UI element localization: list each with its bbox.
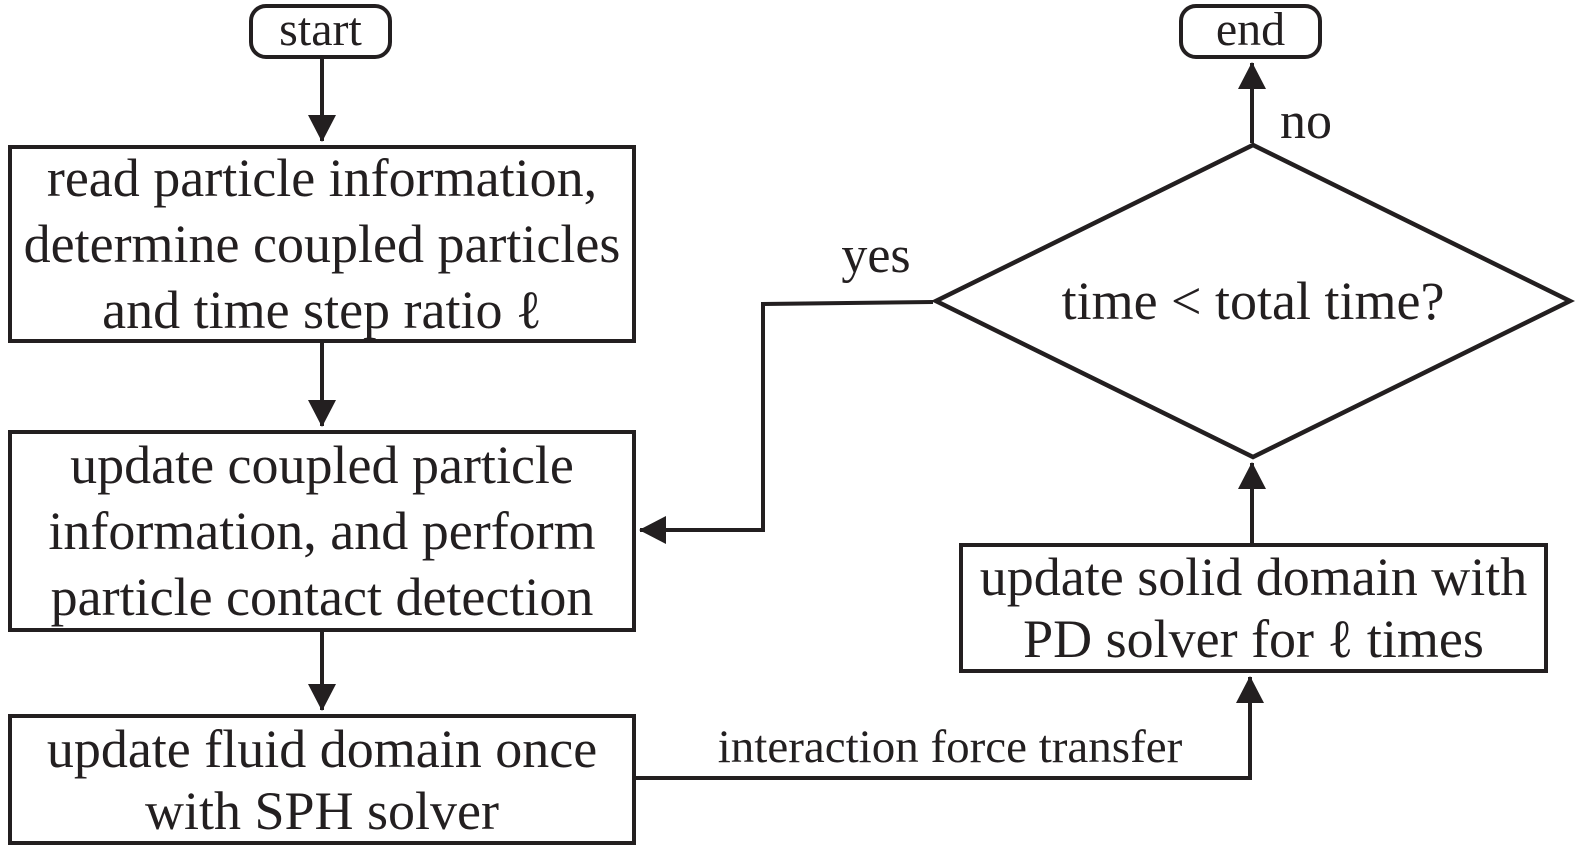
edge-label-interaction-force-transfer: interaction force transfer: [717, 721, 1183, 773]
process-text-line: and time step ratio ℓ: [102, 280, 542, 340]
process-read-particle-information: read particle information, determine cou…: [8, 145, 636, 343]
process-update-solid-domain: update solid domain with PD solver for ℓ…: [959, 543, 1548, 673]
process-text-line: PD solver for ℓ times: [1023, 609, 1484, 669]
end-node-label: end: [1215, 2, 1286, 56]
process-update-coupled-particles: update coupled particle information, and…: [8, 430, 636, 632]
process-text-line: with SPH solver: [144, 780, 500, 841]
process-text-line: determine coupled particles: [23, 214, 621, 274]
process-text-line: update fluid domain once: [46, 718, 598, 779]
process-text-line: update solid domain with: [979, 547, 1528, 607]
edge-label-no: no: [1280, 93, 1332, 150]
process-update-fluid-domain: update fluid domain once with SPH solver: [8, 714, 636, 845]
end-node: end: [1179, 4, 1322, 59]
arrow-fluid-to-solid-interaction: [636, 676, 1264, 780]
decision-time-check-label: time < total time?: [1061, 271, 1445, 331]
start-node: start: [249, 4, 392, 59]
decision-diamond-shape: [930, 142, 1575, 460]
arrow-decision-yes-to-update-coupled: [639, 300, 934, 544]
start-node-label: start: [279, 2, 362, 56]
edge-label-yes: yes: [841, 227, 911, 284]
process-text-line: read particle information,: [46, 148, 598, 208]
process-text-line: particle contact detection: [50, 567, 594, 627]
process-text-line: update coupled particle: [70, 435, 574, 495]
process-text-line: information, and perform: [48, 501, 596, 561]
